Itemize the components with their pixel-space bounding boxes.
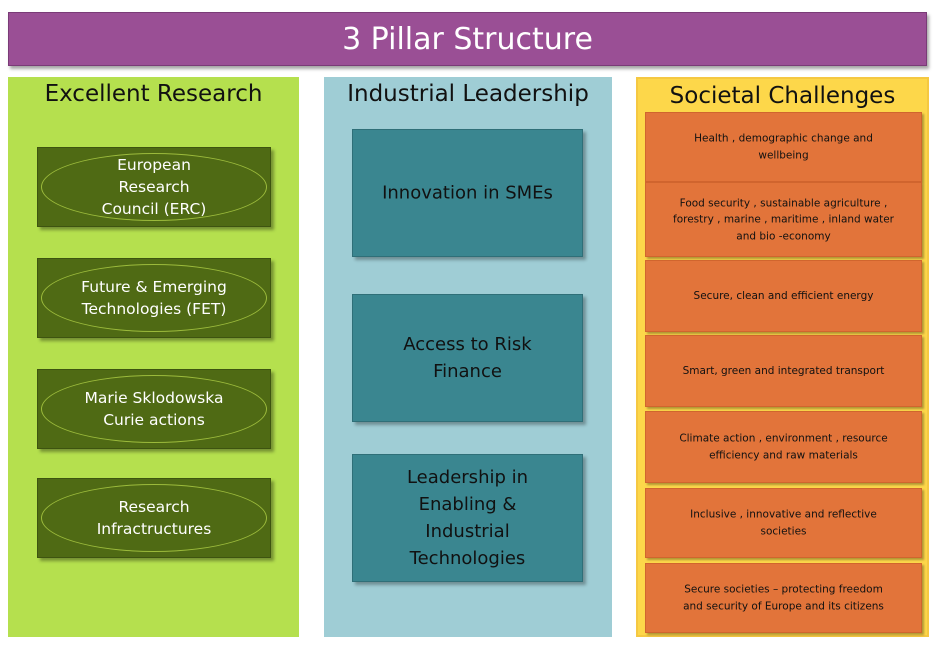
- item-label: Health , demographic change and wellbein…: [694, 132, 873, 162]
- item-label: Secure societies – protecting freedom an…: [683, 583, 884, 613]
- pillar-societal-challenges: Societal Challenges Health , demographic…: [636, 77, 929, 637]
- item-label: Secure, clean and efficient energy: [693, 289, 874, 302]
- ellipse-shape: [41, 484, 267, 552]
- item-label: Innovation in SMEs: [382, 182, 553, 204]
- item-transport: Smart, green and integrated transport: [645, 335, 922, 407]
- item-label: Leadership in Enabling & Industrial Tech…: [406, 467, 529, 569]
- ellipse-shape: [41, 153, 267, 221]
- ellipse-shape: [41, 375, 267, 443]
- item-risk-finance: Access to Risk Finance: [352, 294, 583, 422]
- item-secure-societies: Secure societies – protecting freedom an…: [645, 563, 922, 633]
- item-energy: Secure, clean and efficient energy: [645, 260, 922, 332]
- pillar-excellent-research: Excellent Research European Research Cou…: [8, 77, 299, 637]
- item-climate-action: Climate action , environment , resource …: [645, 411, 922, 483]
- ellipse-shape: [41, 264, 267, 332]
- item-label: Inclusive , innovative and reflective so…: [690, 508, 877, 538]
- item-label: Smart, green and integrated transport: [682, 364, 885, 377]
- item-innovation-smes: Innovation in SMEs: [352, 129, 583, 257]
- item-label: Climate action , environment , resource …: [679, 432, 888, 462]
- item-fet: Future & Emerging Technologies (FET): [37, 258, 271, 338]
- pillar-heading: Excellent Research: [44, 81, 263, 107]
- item-label: Research Infractructures: [96, 498, 212, 538]
- item-food-security: Food security , sustainable agriculture …: [645, 182, 922, 257]
- item-label: Food security , sustainable agriculture …: [673, 196, 894, 242]
- item-health: Health , demographic change and wellbein…: [645, 112, 922, 182]
- item-marie-curie: Marie Sklodowska Curie actions: [37, 369, 271, 449]
- item-label: Marie Sklodowska Curie actions: [84, 389, 224, 429]
- item-label: Access to Risk Finance: [403, 334, 532, 382]
- pillar-heading: Industrial Leadership: [347, 81, 589, 107]
- item-erc: European Research Council (ERC): [37, 147, 271, 227]
- pillar-industrial-leadership: Industrial Leadership Innovation in SMEs…: [324, 77, 612, 637]
- item-label: European Research Council (ERC): [101, 156, 207, 218]
- pillar-heading: Societal Challenges: [669, 83, 896, 109]
- item-enabling-technologies: Leadership in Enabling & Industrial Tech…: [352, 454, 583, 582]
- item-research-infrastructures: Research Infractructures: [37, 478, 271, 558]
- page-title: 3 Pillar Structure: [8, 12, 927, 66]
- item-inclusive-societies: Inclusive , innovative and reflective so…: [645, 488, 922, 558]
- item-label: Future & Emerging Technologies (FET): [81, 278, 227, 318]
